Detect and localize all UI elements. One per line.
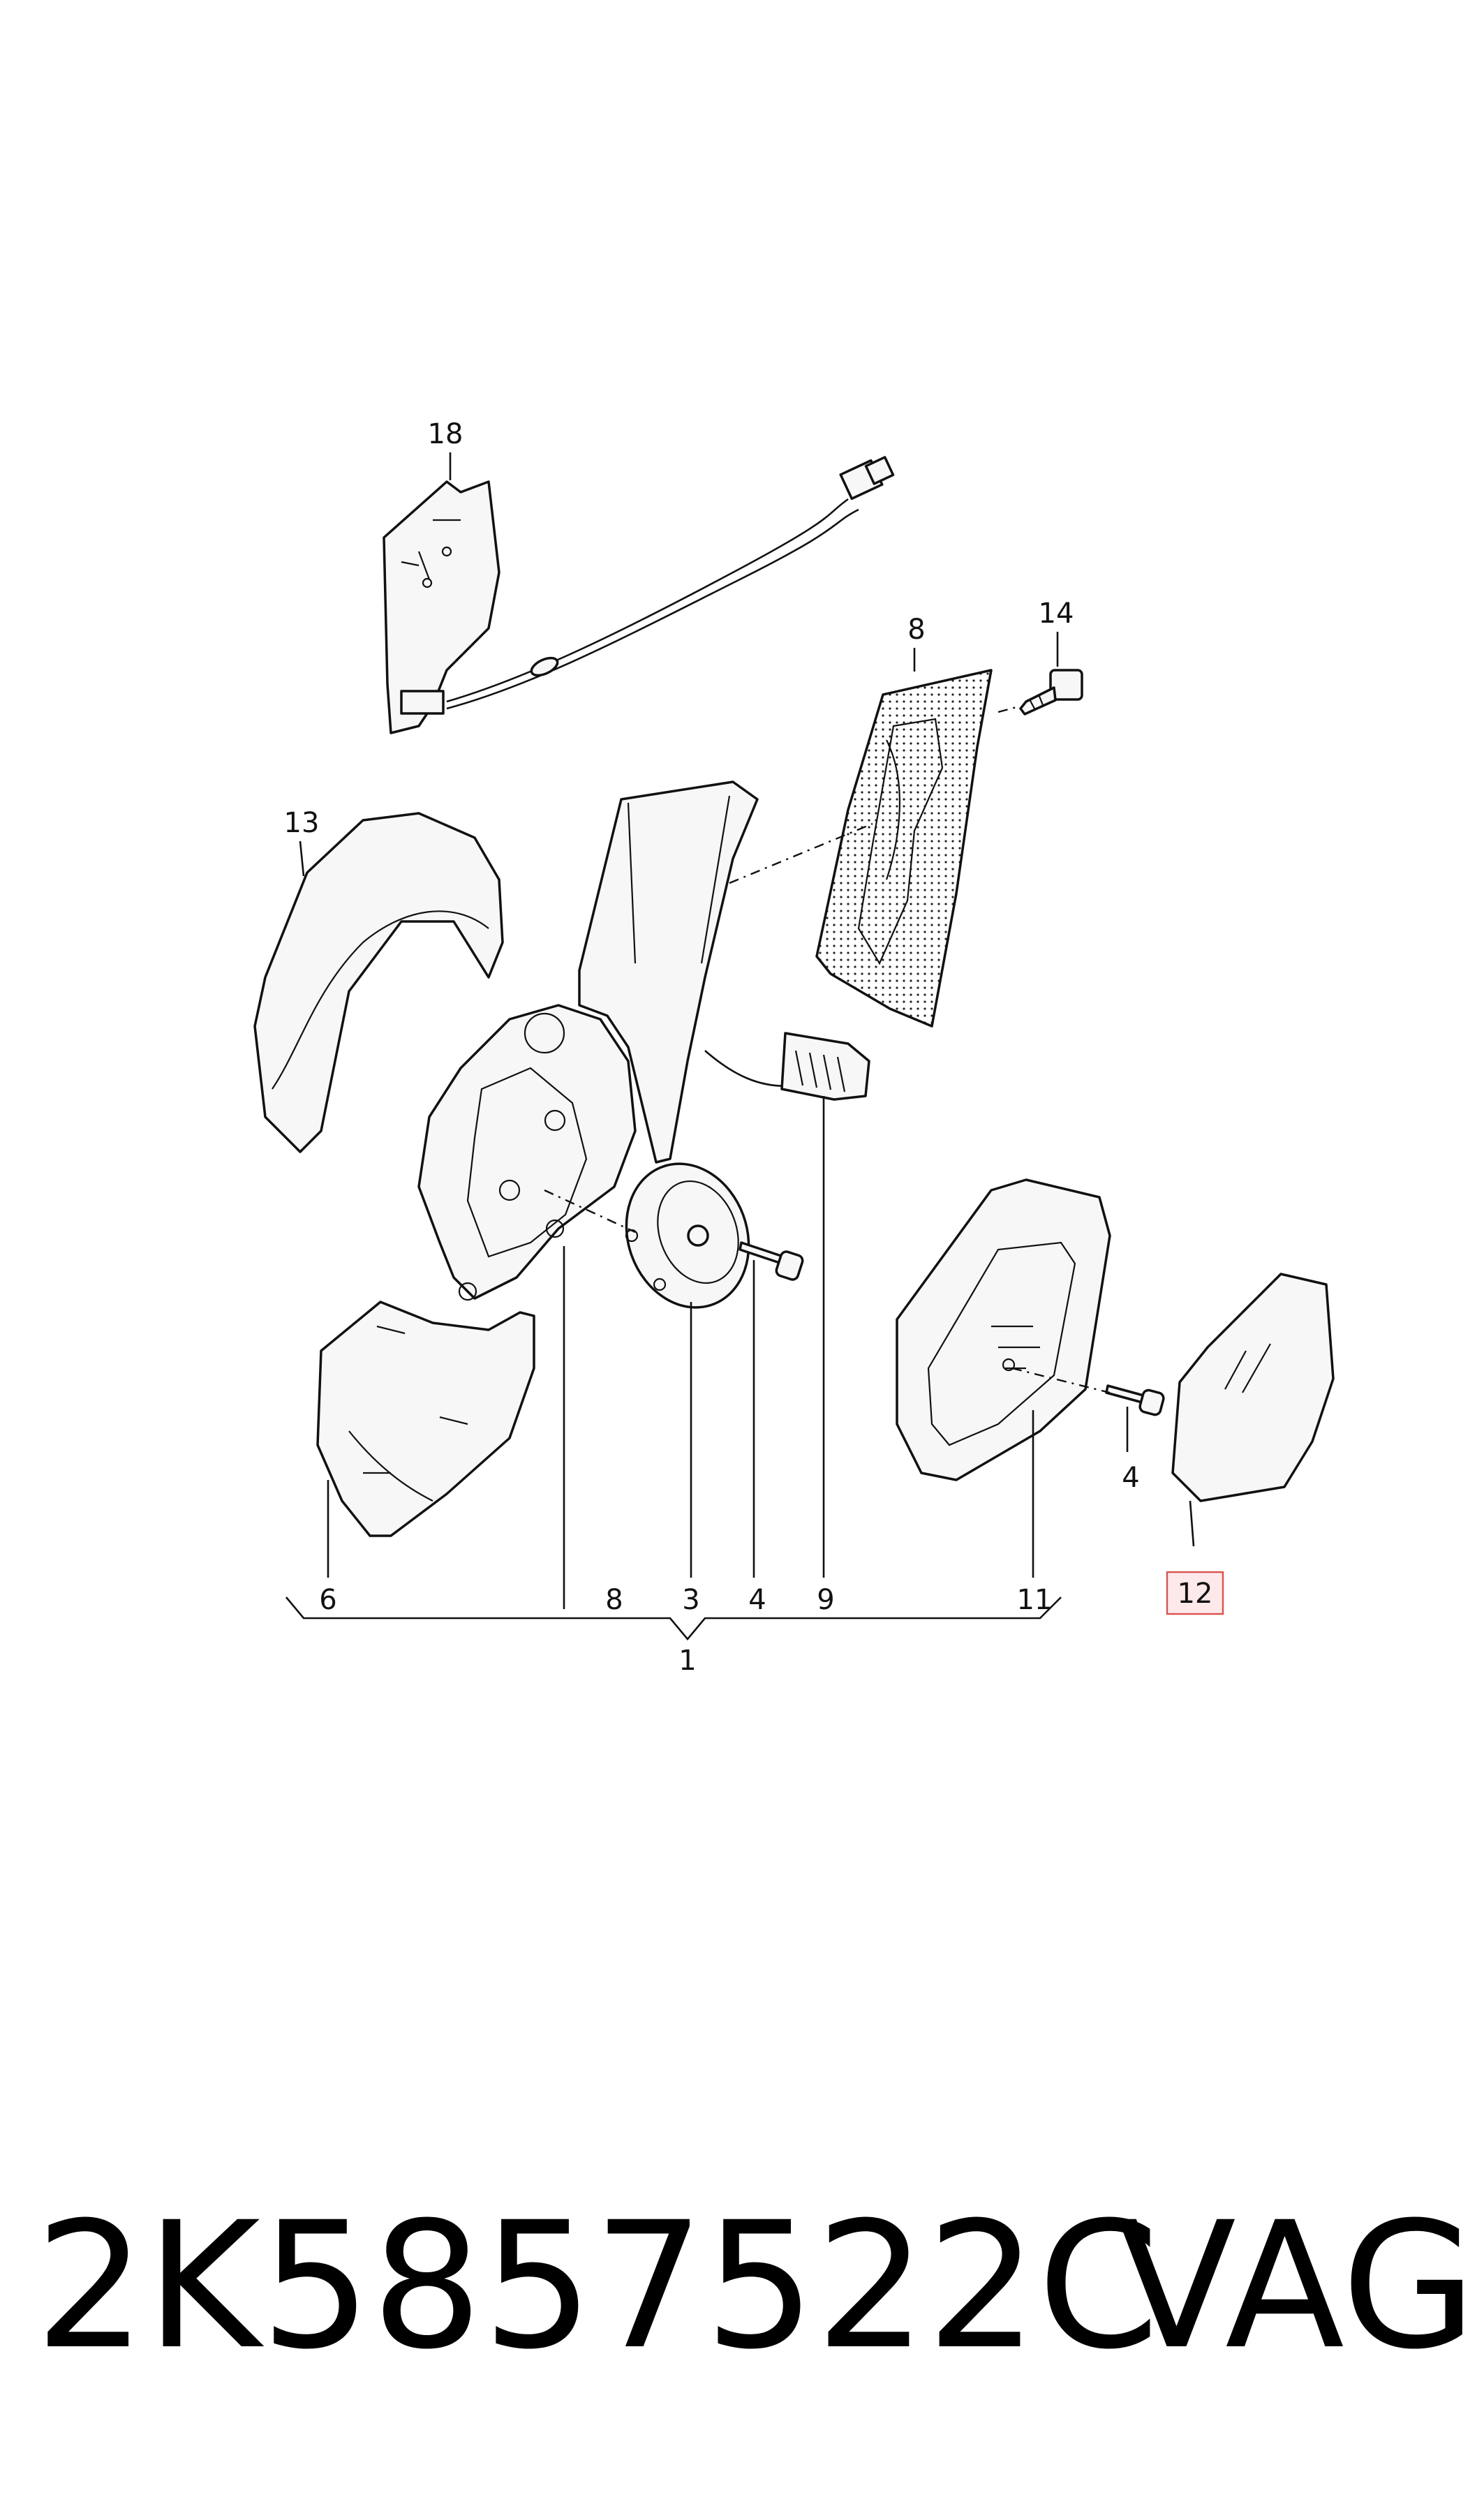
part-9-connector — [780, 1032, 870, 1101]
callout-4-right: 4 — [1122, 1462, 1139, 1494]
callout-6: 6 — [319, 1584, 336, 1616]
part-4-screw-right — [1105, 1384, 1165, 1416]
part-12-mirror-glass — [1171, 1273, 1335, 1502]
callout-8-bottom: 8 — [605, 1584, 623, 1616]
callout-18: 18 — [428, 418, 463, 450]
part-4-screw-middle — [739, 1241, 804, 1281]
callout-12: 12 — [1178, 1578, 1213, 1610]
assembly-lines — [544, 705, 1020, 1234]
callout-14: 14 — [1039, 598, 1074, 630]
part-14-screw — [1019, 669, 1083, 716]
brand-text: VAG — [1117, 2184, 1477, 2387]
callout-12-highlight-box — [1166, 1571, 1224, 1615]
part-6-lower-cover — [316, 1301, 535, 1537]
callout-8-top: 8 — [907, 614, 925, 646]
part-number-text: 2K5857522C — [35, 2184, 1159, 2387]
part-8-mirror-base-plate — [815, 669, 993, 1028]
mirror-housing-arm — [417, 780, 798, 1301]
group-bracket-1 — [285, 1597, 1062, 1641]
callout-3-bottom: 3 — [682, 1584, 699, 1616]
leader-lines — [299, 452, 1195, 1609]
part-11-mirror-carrier — [896, 1178, 1111, 1481]
part-13-mirror-cap — [253, 812, 504, 1153]
callout-13: 13 — [284, 807, 320, 839]
part-3-adjustment-motor — [625, 1162, 750, 1309]
part-18-heating-pad — [383, 456, 895, 734]
callout-11-bottom: 11 — [1017, 1584, 1053, 1616]
callout-9-bottom: 9 — [817, 1584, 834, 1616]
callout-4-bottom: 4 — [748, 1584, 766, 1616]
callout-1: 1 — [678, 1645, 696, 1677]
